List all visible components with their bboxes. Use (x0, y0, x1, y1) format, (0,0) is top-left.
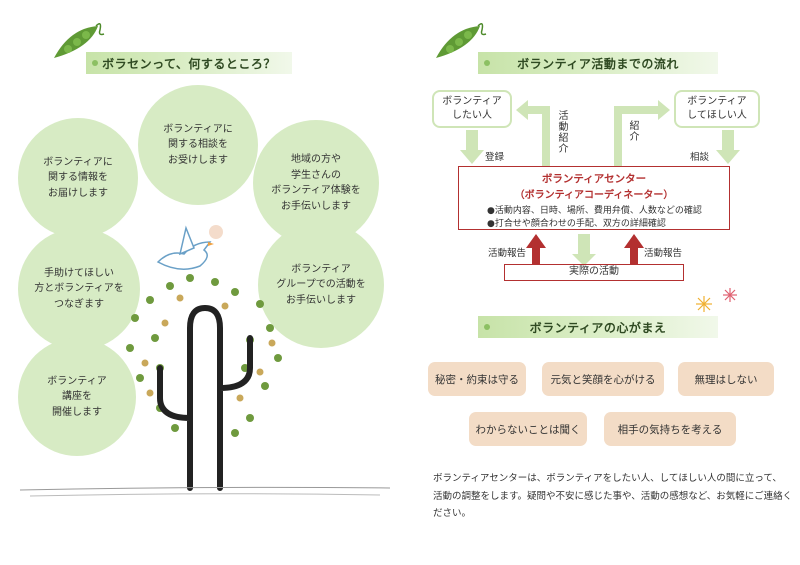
circle-text: ボランティア グループでの活動を お手伝いします (276, 263, 366, 306)
center-item-1: ●活動内容、日時、場所、費用弁償、人数などの確認 (487, 206, 702, 216)
label-activity-intro: 活動紹介 (556, 110, 567, 154)
left-section-title: ボラセンって、何するところ？ (86, 52, 292, 74)
pill-text: 無理はしない (694, 373, 758, 386)
volunteer-need-bubble: ボランティア してほしい人 (674, 90, 760, 128)
service-circle-group: ボランティア グループでの活動を お手伝いします (258, 222, 384, 348)
mindset-ask: わからないことは聞く (469, 412, 587, 446)
mindset-consider-others: 相手の気持ちを考える (604, 412, 736, 446)
center-title: ボランティアセンター (541, 173, 647, 185)
dove-illustration-icon (156, 225, 223, 270)
mindset-keep-promise: 秘密・約束は守る (428, 362, 526, 396)
actual-activity-box: 実際の活動 (504, 264, 684, 281)
pill-text: 元気と笑顔を心がける (550, 373, 656, 386)
circle-text: 地域の方や 学生さんの ボランティア体験を お手伝いします (271, 154, 361, 212)
volunteer-center-box: ボランティアセンター （ボランティアコーディネーター） ●活動内容、日時、場所、… (458, 166, 730, 230)
mindset-title-text: ボランティアの心がまえ (529, 320, 667, 335)
left-title-text: ボラセンって、何するところ？ (102, 56, 276, 71)
pill-text: 相手の気持ちを考える (617, 423, 723, 436)
flow-arrows (460, 100, 740, 270)
pill-text: 秘密・約束は守る (435, 373, 519, 386)
label-consult: 相談 (690, 152, 710, 163)
tree-illustration-icon (19, 274, 391, 497)
volunteer-want-bubble: ボランティア したい人 (432, 90, 512, 128)
circle-text: ボランティア 講座を 開催します (47, 375, 107, 418)
pea-pod-icon (436, 23, 487, 58)
bubble-right-text: ボランティア してほしい人 (687, 96, 747, 121)
service-circle-connect: 手助けてほしい 方とボランティアを つなぎます (18, 228, 140, 350)
service-circle-course: ボランティア 講座を 開催します (18, 338, 136, 456)
label-registration: 登録 (485, 152, 505, 163)
circle-text: ボランティアに 関する相談を お受けします (163, 123, 233, 166)
label-intro: 紹介 (627, 120, 638, 142)
actual-activity-text: 実際の活動 (569, 266, 619, 277)
mindset-no-overdo: 無理はしない (678, 362, 774, 396)
service-circle-consult: ボランティアに 関する相談を お受けします (138, 85, 258, 205)
flow-title-text: ボランティア活動までの流れ (517, 56, 679, 71)
footer-line-2: 活動の調整をします。疑問や不安に感じた事や、活動の感想など、お気軽にご連絡くださ… (433, 490, 793, 520)
mindset-section-title: ボランティアの心がまえ (478, 316, 718, 338)
footer-line-1: ボランティアセンターは、ボランティアをしたい人、してほしい人の間に立って、 (433, 473, 782, 484)
flow-section-title: ボランティア活動までの流れ (478, 52, 718, 74)
center-item-2: ●打合せや顔合わせの手配、双方の詳細確認 (487, 219, 666, 229)
circle-text: 手助けてほしい 方とボランティアを つなぎます (34, 267, 124, 310)
center-subtitle: （ボランティアコーディネーター） (514, 190, 674, 201)
label-report-left: 活動報告 (488, 248, 527, 259)
service-circle-info: ボランティアに 関する情報を お届けします (18, 118, 138, 238)
pea-pod-icon (54, 23, 105, 58)
mindset-smile: 元気と笑顔を心がける (542, 362, 664, 396)
circle-text: ボランティアに 関する情報を お届けします (43, 156, 113, 199)
label-report-right: 活動報告 (644, 248, 683, 259)
bubble-left-text: ボランティア したい人 (442, 96, 502, 121)
footer-description: ボランティアセンターは、ボランティアをしたい人、してほしい人の間に立って、 活動… (433, 470, 793, 523)
pill-text: わからないことは聞く (475, 423, 581, 436)
flower-icon (696, 288, 737, 312)
